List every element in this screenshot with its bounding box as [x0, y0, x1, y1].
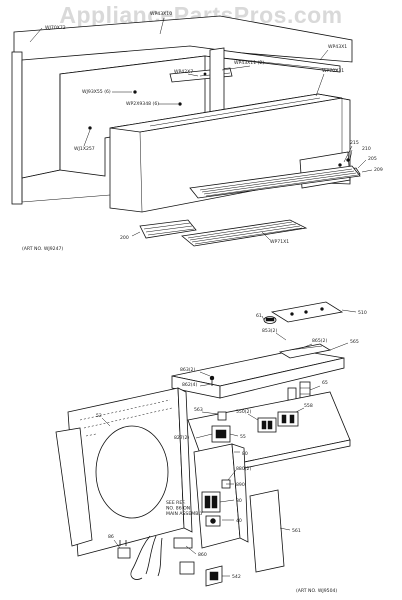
label-wj1x257: WJ1X257	[74, 146, 95, 152]
label-wp71x1: WP71X1	[270, 239, 289, 245]
shroud-edge	[177, 387, 193, 533]
label-wp43x1: WP43X1	[328, 44, 347, 50]
label-wp2x9348: WP2X9348 (6)	[126, 101, 159, 107]
label-860: 860	[198, 552, 207, 558]
label-561: 561	[292, 528, 301, 534]
label-215: 215	[350, 140, 359, 146]
upper-assembly: WP43X10 WJ70X72 WP43X1 WP43X11 (2) WP42X…	[11, 11, 383, 252]
grille-slats	[199, 168, 359, 197]
label-209: 209	[374, 167, 383, 173]
label-30: 30	[236, 498, 242, 504]
lower-assembly: 61 510 853(2) 865(2) 565 863(2) 862(4) 6…	[55, 301, 367, 594]
grille-wp71x1-slats	[187, 221, 303, 245]
fan-opening	[95, 425, 169, 519]
label-see-ref: SEE REF. NO. 86 ON MAIN ASSEMBLY	[166, 500, 203, 517]
grille-wp71x1	[181, 219, 308, 247]
art-number-lower: (ART NO. WJ9504)	[296, 588, 337, 594]
label-890: 890	[236, 482, 245, 488]
see-ref-line-1: SEE REF.	[166, 500, 186, 506]
label-563: 563	[194, 407, 203, 413]
label-827: 827(2)	[174, 435, 189, 441]
label-880: 880(2)	[236, 466, 251, 472]
label-862: 862(4)	[182, 382, 197, 388]
side-panel	[55, 427, 93, 547]
label-wp43x11: WP43X11 (2)	[234, 60, 264, 66]
connector	[179, 561, 195, 575]
art-number-upper: (ART NO. WJ9247)	[22, 246, 63, 252]
left-flange	[11, 51, 23, 205]
label-wp42x7: WP42X7	[174, 69, 193, 75]
switch-550	[257, 417, 277, 433]
label-52: 52	[96, 413, 102, 419]
label-40: 40	[236, 518, 242, 524]
part-563	[217, 411, 227, 421]
label-565: 565	[350, 339, 359, 345]
label-558: 558	[304, 403, 313, 409]
divider-wp43x11	[209, 47, 225, 114]
label-wp43x10: WP43X10	[150, 11, 172, 17]
bracket-side	[219, 357, 345, 399]
shroud-perforations	[79, 399, 173, 437]
label-86: 86	[108, 534, 114, 540]
switch-558	[277, 411, 299, 427]
see-ref-line-2: NO. 86 ON	[166, 506, 190, 512]
panel-561	[249, 489, 285, 573]
bracket-860	[173, 537, 193, 549]
label-865: 865(2)	[312, 338, 327, 344]
see-ref-line-3: MAIN ASSEMBLY	[166, 511, 203, 517]
label-wj70x72: WJ70X72	[45, 25, 66, 31]
label-wj93x55: WJ93X55 (6)	[82, 89, 111, 95]
label-55: 55	[240, 434, 246, 440]
label-205: 205	[368, 156, 377, 162]
label-200: 200	[120, 235, 129, 241]
label-65: 65	[322, 380, 328, 386]
label-wp70x31: WP70X31	[322, 68, 344, 74]
plug-86	[117, 547, 131, 559]
grille-200-slats	[143, 222, 195, 236]
control-box-side	[231, 443, 249, 543]
power-cord	[130, 535, 151, 580]
label-542: 542	[232, 574, 241, 580]
label-550: 550(2)	[236, 409, 251, 415]
label-61: 61	[256, 313, 262, 319]
label-210: 210	[362, 146, 371, 152]
label-863: 863(2)	[180, 367, 195, 373]
label-853: 853(2)	[262, 328, 277, 334]
label-510: 510	[358, 310, 367, 316]
label-80: 80	[242, 451, 248, 457]
thermostat-30	[201, 491, 221, 513]
